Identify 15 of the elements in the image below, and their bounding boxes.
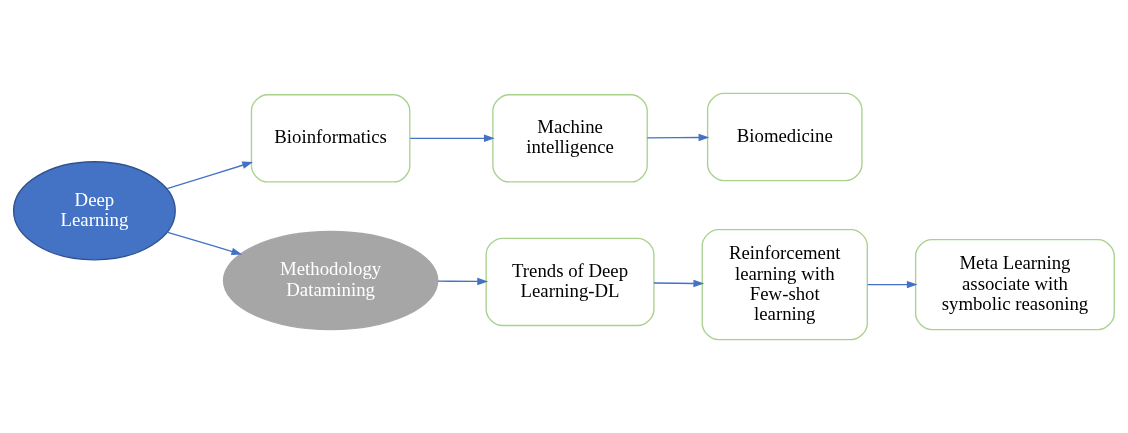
- arrow: [167, 231, 243, 256]
- arrow: [409, 134, 495, 143]
- node-box: Biomedicine: [706, 92, 863, 182]
- node-box: Machine intelligence: [492, 94, 648, 183]
- arrow: [166, 161, 253, 190]
- node-box: Bioinformatics: [250, 94, 411, 183]
- node-ellipse: Methodology Datamining: [222, 230, 439, 331]
- node-box: Reinforcement learning with Few-shot learning: [701, 228, 868, 341]
- node-box: Meta Learning associate with symbolic reasoning: [914, 239, 1115, 331]
- arrow: [646, 133, 710, 142]
- arrow: [437, 277, 488, 286]
- node-box: Trends of Deep Learning-DL: [485, 237, 655, 327]
- arrow: [866, 280, 918, 289]
- node-ellipse: Deep Learning: [12, 161, 176, 261]
- arrow: [653, 279, 705, 288]
